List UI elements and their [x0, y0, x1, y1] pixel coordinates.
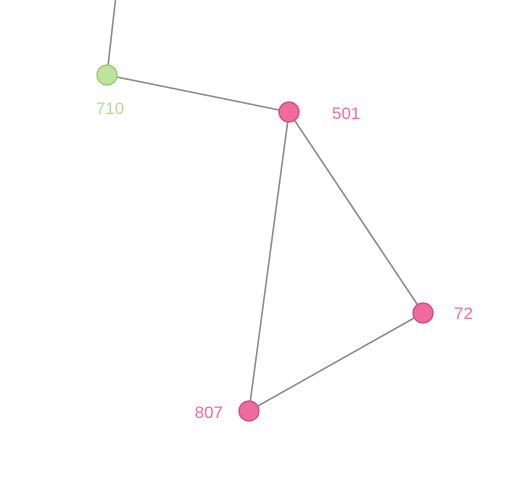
node-label-72: 72 [454, 304, 473, 323]
node-710[interactable] [96, 64, 118, 86]
nodes-layer: 710 501 72 807 [96, 64, 473, 422]
edge-72-807 [248, 312, 424, 412]
node-807[interactable] [238, 400, 260, 422]
node-label-501: 501 [332, 104, 360, 123]
node-501[interactable] [278, 101, 300, 123]
node-label-807: 807 [195, 403, 223, 422]
edge-501-72 [288, 111, 424, 314]
edge-offscreen-top-710 [106, 0, 117, 76]
edge-710-501 [106, 74, 290, 113]
node-72[interactable] [412, 302, 434, 324]
node-label-710: 710 [96, 99, 124, 118]
edges-layer [106, 0, 424, 412]
edge-501-807 [248, 111, 290, 412]
